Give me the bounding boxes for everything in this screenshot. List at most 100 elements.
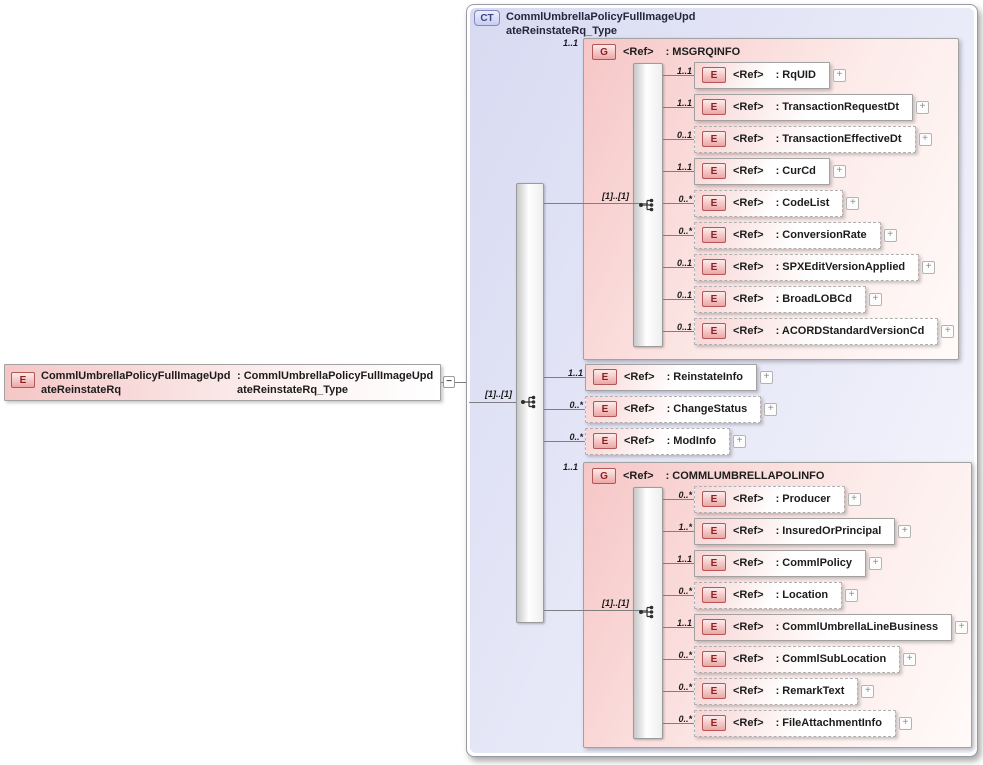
element-name: : FileAttachmentInfo bbox=[775, 717, 882, 729]
cardinality-label: 1..1 bbox=[567, 368, 583, 378]
connector-line bbox=[663, 107, 694, 108]
cardinality-label: 0..* bbox=[678, 226, 692, 236]
root-element-type: : CommlUmbrellaPolicyFullImageUpd ateRei… bbox=[237, 370, 434, 396]
connector: 1..* bbox=[663, 518, 694, 544]
element-row: 0..* E <Ref> : ChangeStatus + bbox=[544, 395, 778, 423]
expand-button[interactable]: + bbox=[898, 524, 912, 538]
expand-button[interactable]: + bbox=[922, 260, 936, 274]
element-row: 0..* E <Ref> : Location + bbox=[663, 581, 859, 609]
expand-button[interactable]: + bbox=[861, 684, 875, 698]
element-row: 0..* E <Ref> : CodeList + bbox=[663, 189, 860, 217]
expand-button[interactable]: + bbox=[883, 228, 897, 242]
group-badge: G bbox=[592, 468, 616, 484]
element-box[interactable]: E <Ref> : TransactionRequestDt bbox=[694, 93, 914, 121]
root-element-box[interactable]: E CommlUmbrellaPolicyFullImageUpd ateRei… bbox=[4, 364, 441, 401]
connector-line bbox=[544, 409, 585, 410]
element-name: : CommlSubLocation bbox=[775, 653, 887, 665]
connector: 0..* bbox=[663, 222, 694, 248]
group-name: : MSGRQINFO bbox=[665, 46, 741, 58]
root-element-name: CommlUmbrellaPolicyFullImageUpd ateReins… bbox=[41, 370, 231, 396]
element-box[interactable]: E <Ref> : Location bbox=[694, 581, 843, 609]
expand-button[interactable]: + bbox=[955, 620, 969, 634]
element-name: : BroadLOBCd bbox=[775, 293, 852, 305]
connector-line bbox=[663, 203, 694, 204]
expand-button[interactable]: + bbox=[764, 402, 778, 416]
connector: 0..1 bbox=[663, 318, 694, 344]
element-box[interactable]: E <Ref> : ACORDStandardVersionCd bbox=[694, 317, 939, 345]
element-box[interactable]: E <Ref> : CommlPolicy bbox=[694, 549, 866, 577]
connector: 1..1 bbox=[663, 94, 694, 120]
expand-button[interactable]: + bbox=[733, 434, 747, 448]
connector-line bbox=[663, 235, 694, 236]
element-box[interactable]: E <Ref> : TransactionEffectiveDt bbox=[694, 125, 916, 153]
ref-label: <Ref> bbox=[623, 46, 654, 58]
element-box[interactable]: E <Ref> : ConversionRate bbox=[694, 221, 881, 249]
expand-button[interactable]: + bbox=[847, 492, 861, 506]
element-box[interactable]: E <Ref> : ChangeStatus bbox=[585, 395, 762, 423]
expand-button[interactable]: + bbox=[832, 68, 846, 82]
sequence-icon bbox=[639, 198, 654, 212]
expand-button[interactable]: + bbox=[846, 196, 860, 210]
expand-button[interactable]: + bbox=[868, 292, 882, 306]
element-badge: E bbox=[702, 587, 726, 603]
expand-button[interactable]: + bbox=[903, 652, 917, 666]
expand-button[interactable]: + bbox=[898, 716, 912, 730]
expand-button[interactable]: + bbox=[916, 100, 930, 114]
element-badge: E bbox=[593, 369, 617, 385]
element-name: : RemarkText bbox=[775, 685, 845, 697]
connector: 0..* bbox=[663, 710, 694, 736]
element-box[interactable]: E <Ref> : FileAttachmentInfo bbox=[694, 709, 896, 737]
collapse-toggle[interactable]: − bbox=[443, 376, 455, 388]
element-row: 1..1 E <Ref> : CurCd + bbox=[663, 157, 846, 185]
element-box[interactable]: E <Ref> : Producer bbox=[694, 485, 845, 513]
expand-button[interactable]: + bbox=[918, 132, 932, 146]
complex-type-title: CommlUmbrellaPolicyFullImageUpd ateReins… bbox=[506, 11, 696, 37]
element-badge: E bbox=[702, 291, 726, 307]
element-box[interactable]: E <Ref> : ModInfo bbox=[585, 427, 731, 455]
element-name: : TransactionEffectiveDt bbox=[775, 133, 902, 145]
element-row: 0..* E <Ref> : ConversionRate + bbox=[663, 221, 897, 249]
connector: 0..1 bbox=[663, 254, 694, 280]
element-badge: E bbox=[702, 683, 726, 699]
expand-button[interactable]: + bbox=[845, 588, 859, 602]
connector-line bbox=[663, 331, 694, 332]
ref-label: <Ref> bbox=[623, 470, 654, 482]
element-box[interactable]: E <Ref> : InsuredOrPrincipal bbox=[694, 517, 896, 545]
element-name: : TransactionRequestDt bbox=[775, 101, 900, 113]
expand-button[interactable]: + bbox=[832, 164, 846, 178]
element-box[interactable]: E <Ref> : ReinstateInfo bbox=[585, 363, 757, 391]
element-box[interactable]: E <Ref> : CommlUmbrellaLineBusiness bbox=[694, 613, 953, 641]
element-badge: E bbox=[702, 163, 726, 179]
ref-label: <Ref> bbox=[733, 557, 764, 569]
element-badge: E bbox=[593, 433, 617, 449]
element-box[interactable]: E <Ref> : SPXEditVersionApplied bbox=[694, 253, 920, 281]
element-box[interactable]: E <Ref> : RemarkText bbox=[694, 677, 859, 705]
element-box[interactable]: E <Ref> : BroadLOBCd bbox=[694, 285, 866, 313]
ref-label: <Ref> bbox=[733, 229, 764, 241]
ref-label: <Ref> bbox=[624, 435, 655, 447]
connector-line bbox=[544, 610, 648, 611]
element-box[interactable]: E <Ref> : CommlSubLocation bbox=[694, 645, 901, 673]
connector-line bbox=[663, 531, 694, 532]
connector-line bbox=[455, 382, 466, 383]
element-box[interactable]: E <Ref> : RqUID bbox=[694, 61, 830, 89]
element-row: 0..* E <Ref> : RemarkText + bbox=[663, 677, 875, 705]
element-badge: E bbox=[702, 131, 726, 147]
connector: 1..1 bbox=[663, 550, 694, 576]
connector-line bbox=[663, 75, 694, 76]
element-row: 0..1 E <Ref> : SPXEditVersionApplied + bbox=[663, 253, 936, 281]
expand-button[interactable]: + bbox=[868, 556, 882, 570]
cardinality-label: 1..1 bbox=[676, 618, 692, 628]
element-badge: E bbox=[702, 523, 726, 539]
complex-type-badge: CT bbox=[474, 10, 500, 26]
element-badge: E bbox=[702, 651, 726, 667]
element-box[interactable]: E <Ref> : CodeList bbox=[694, 189, 844, 217]
connector: 0..* bbox=[663, 486, 694, 512]
element-name: : CodeList bbox=[775, 197, 830, 209]
element-name: : ModInfo bbox=[666, 435, 717, 447]
cardinality-label: 1..1 bbox=[562, 38, 578, 48]
expand-button[interactable]: + bbox=[759, 370, 773, 384]
expand-button[interactable]: + bbox=[941, 324, 955, 338]
element-box[interactable]: E <Ref> : CurCd bbox=[694, 157, 830, 185]
